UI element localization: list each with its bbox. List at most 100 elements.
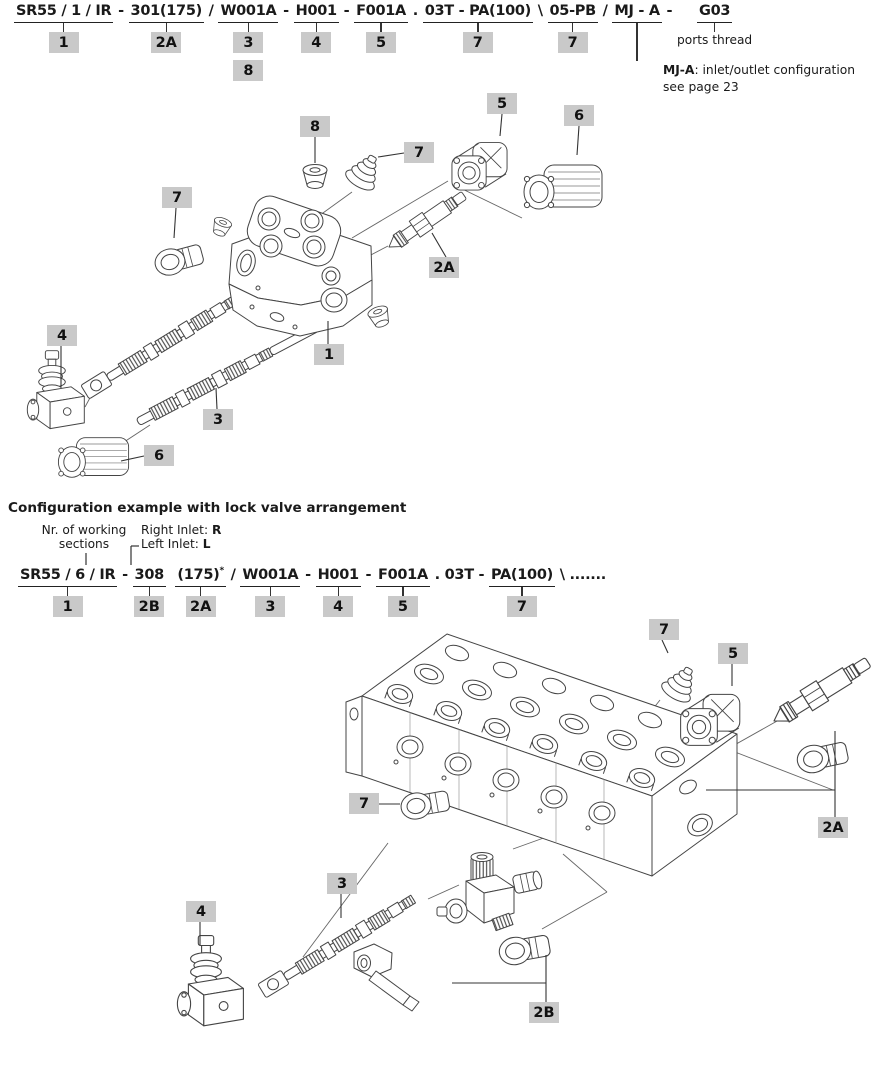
badge-column: 5 (366, 32, 397, 53)
code-badge-4: 4 (323, 596, 354, 617)
tick-line (402, 587, 404, 596)
badge-column: 3 (255, 596, 286, 617)
code-segment-text: W001A (240, 566, 301, 587)
callout-badge-3: 3 (327, 873, 357, 894)
code-segment-text: (175)* (175, 566, 226, 587)
bonnet-7-drawing-2 (658, 660, 704, 707)
tick-line (165, 23, 167, 32)
callout-badge-4: 4 (47, 325, 77, 346)
cover-5-drawing (451, 142, 508, 191)
code-badge-8: 8 (233, 60, 264, 81)
code-badge-1: 1 (48, 32, 79, 53)
code-separator: - (278, 3, 294, 19)
tick-line (380, 23, 382, 32)
callout-badge-5: 5 (487, 93, 517, 114)
code-badge-2a: 2A (185, 596, 216, 617)
code-separator: / (225, 567, 241, 583)
callout-badge-6: 6 (144, 445, 174, 466)
diagram2-art (176, 633, 875, 1027)
code-separator: \ ....... (554, 567, 607, 583)
leader-line (377, 152, 405, 158)
code-segment: W001A 3 (240, 566, 301, 617)
badge-column: 2A (185, 596, 216, 617)
mj-a-note-bold: MJ-A (663, 63, 695, 77)
callout-badge-7: 7 (404, 142, 434, 163)
callout-badge-7: 7 (162, 187, 192, 208)
left-inlet-label: Left Inlet: (141, 536, 203, 551)
badge-column: 5 (387, 596, 418, 617)
code-separator: / (203, 3, 219, 19)
plug-8-drawing (302, 164, 328, 189)
callout-badge-5: 5 (718, 643, 748, 664)
leader-line (499, 113, 503, 137)
code-separator: / (597, 3, 613, 19)
callout-badge-3: 3 (203, 409, 233, 430)
code-separator: - (117, 567, 133, 583)
code-segment-text: F001A (354, 2, 408, 23)
diagram1-art (26, 142, 603, 478)
code-badge-2b: 2B (134, 596, 165, 617)
callout-badge-7: 7 (649, 619, 679, 640)
tick-line (572, 23, 574, 32)
tick-line (67, 587, 69, 596)
callout-badge-8: 8 (300, 116, 330, 137)
code-segment: 301(175)2A (128, 2, 204, 53)
mj-a-note-rest: : inlet/outlet configuration (694, 63, 856, 77)
hex-plug-7-drawing (151, 240, 206, 279)
right-inlet-value: R (211, 523, 222, 537)
relief-cartridge-2a-drawing-2 (767, 651, 875, 732)
mj-a-note-line2: see page 23 (663, 79, 739, 94)
tick-line (521, 587, 523, 596)
code-segment-text: H001 (293, 2, 339, 23)
tick-line (247, 23, 250, 32)
bonnet-7-drawing (342, 148, 388, 195)
plug-2a-drawing (794, 737, 851, 777)
badge-column: 2A (151, 32, 182, 53)
code-segment-text: MJ - A (612, 2, 662, 23)
tick-line (148, 587, 150, 596)
leader-line (173, 207, 177, 239)
cover-6b-drawing (57, 437, 130, 478)
plug-2b-drawing (496, 931, 553, 968)
lever-handle-drawing (353, 943, 420, 1012)
code-separator: . (407, 3, 423, 19)
code-segment-text: H001 (315, 566, 361, 587)
code-separator: - (661, 3, 677, 19)
code-badge-3: 3 (255, 596, 286, 617)
tick-line (713, 23, 716, 32)
badge-column: 7 (557, 32, 588, 53)
code-segment: 03T - PA(100) 7 (422, 2, 534, 53)
small-plug-drawing (366, 303, 394, 331)
inlet-annotation: Right Inlet: R Left Inlet: L (141, 523, 222, 552)
code-segment-text: G03 (696, 2, 733, 23)
callout-badge-2a: 2A (429, 257, 459, 278)
code-badge-7: 7 (462, 32, 493, 53)
left-inlet-value: L (202, 536, 211, 551)
cover-6-drawing (523, 164, 603, 210)
badge-column: 1 (48, 32, 79, 53)
spool-drawing-2 (257, 892, 418, 999)
right-inlet-label: Right Inlet: (141, 523, 212, 537)
code-separator: - (300, 567, 316, 583)
lock-valve-2b-drawing (436, 852, 543, 932)
callout-badge-7: 7 (349, 793, 379, 814)
code-segment: H001 4 (315, 566, 361, 617)
working-sections-line1: Nr. of working (41, 523, 127, 537)
callout-badge-1: 1 (314, 344, 344, 365)
code-segment-text: 03T - PA(100) (422, 2, 534, 23)
code-segment: MJ - A (612, 2, 662, 61)
code-separator: - (360, 567, 376, 583)
tick-line (315, 23, 317, 32)
code-badge-5: 5 (387, 596, 418, 617)
code-segment-text: W001A (218, 2, 279, 23)
code-badge-7: 7 (557, 32, 588, 53)
code-separator: . 03T - (429, 567, 489, 583)
code-badge-5: 5 (366, 32, 397, 53)
code-segment-text: 05-PB (547, 2, 598, 23)
